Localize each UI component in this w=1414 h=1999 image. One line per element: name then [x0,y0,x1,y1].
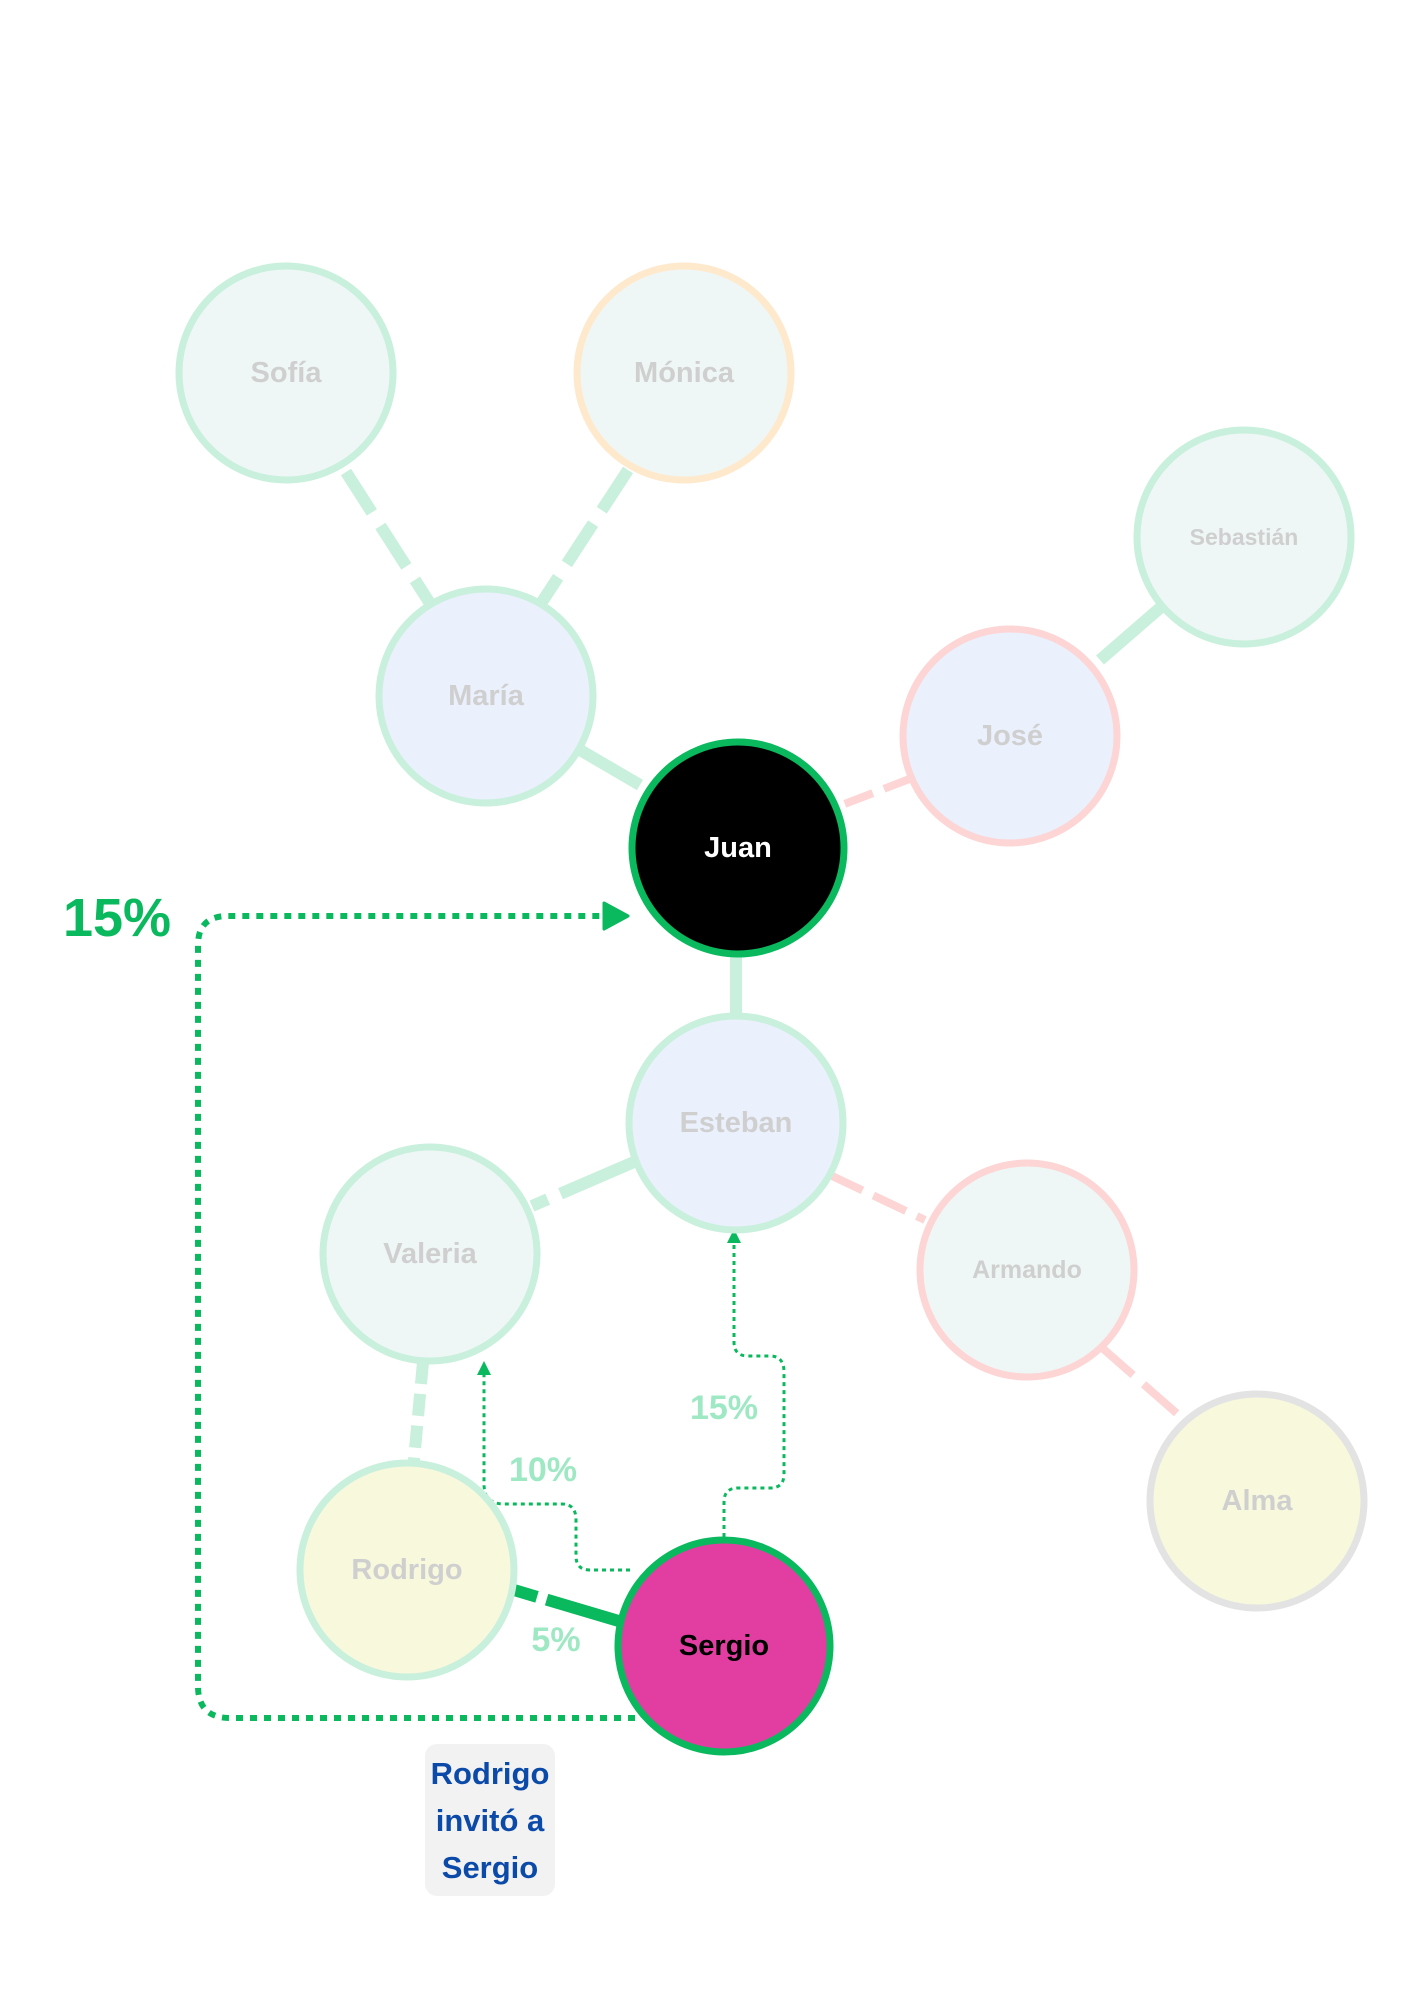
edge-armando-alma [1097,1342,1185,1422]
node-sebastian-label: Sebastián [1190,524,1299,550]
node-sofia[interactable]: Sofía [175,262,397,484]
invitation-note-line-3: Sergio [441,1849,539,1885]
flow-arrow-sergio-juan [195,913,635,1721]
node-sebastian[interactable]: Sebastián [1133,426,1355,648]
flow-arrow-sergio-esteban [722,1240,786,1537]
node-sergio-circle [614,1536,834,1756]
flow-arrowhead-sergio-juan [602,901,630,931]
flow-arrow-sergio-valeria [482,1372,630,1572]
node-rodrigo-label: Rodrigo [351,1554,462,1586]
node-armando-label: Armando [972,1256,1082,1284]
edge-sofia-maria [340,468,437,609]
node-rodrigo[interactable]: Rodrigo [296,1459,518,1681]
node-sergio[interactable]: Sergio [614,1536,834,1756]
node-juan[interactable]: Juan [628,738,848,958]
node-monica-label: Mónica [634,357,735,389]
edge-valeria-rodrigo [408,1361,429,1461]
flows [195,901,786,1721]
node-armando-circle [916,1159,1138,1381]
node-alma-circle [1146,1390,1368,1612]
nodes: Sofía Mónica María Sebastián José Juan [175,262,1368,1756]
node-maria[interactable]: María [375,585,597,807]
node-valeria[interactable]: Valeria [319,1143,541,1365]
edges [340,466,1185,1628]
node-sofia-circle [175,262,397,484]
flow-label-sergio-esteban: 15% [690,1389,758,1427]
node-maria-label: María [448,680,525,712]
node-esteban-label: Esteban [680,1107,793,1139]
edge-rodrigo-sergio [512,1584,624,1628]
invitation-note: Rodrigo invitó a Sergio [425,1744,555,1896]
node-juan-label: Juan [704,832,772,864]
node-esteban-circle [625,1012,847,1234]
edge-sebastian-jose [1096,603,1164,665]
flow-arrowhead-sergio-esteban [727,1229,741,1243]
node-monica[interactable]: Mónica [573,262,795,484]
edge-esteban-valeria [529,1156,637,1212]
node-jose-label: José [977,720,1043,752]
node-valeria-label: Valeria [383,1238,477,1270]
node-jose-circle [899,625,1121,847]
flow-label-sergio-juan: 15% [63,888,171,948]
node-alma-label: Alma [1222,1485,1294,1517]
node-jose[interactable]: José [899,625,1121,847]
flow-labels: 15% 15% 10% 5% [63,888,758,1659]
node-sebastian-circle [1133,426,1355,648]
node-valeria-circle [319,1143,541,1365]
flow-label-sergio-valeria: 10% [509,1451,577,1489]
node-sergio-label: Sergio [679,1630,769,1662]
node-rodrigo-circle [296,1459,518,1681]
edge-jose-juan [840,774,914,809]
node-esteban[interactable]: Esteban [625,1012,847,1234]
invitation-note-line-1: Rodrigo [430,1755,550,1791]
flow-arrowhead-sergio-valeria [477,1361,491,1375]
node-monica-circle [573,262,795,484]
node-armando[interactable]: Armando [916,1159,1138,1381]
invitation-note-line-2: invitó a [435,1802,545,1838]
node-maria-circle [375,585,597,807]
edge-esteban-armando [828,1171,927,1224]
edge-maria-juan [576,744,644,791]
edge-monica-maria [534,466,634,609]
node-sofia-label: Sofía [251,357,323,389]
flow-label-sergio-rodrigo: 5% [531,1621,580,1659]
node-juan-circle [628,738,848,958]
node-alma[interactable]: Alma [1146,1390,1368,1612]
